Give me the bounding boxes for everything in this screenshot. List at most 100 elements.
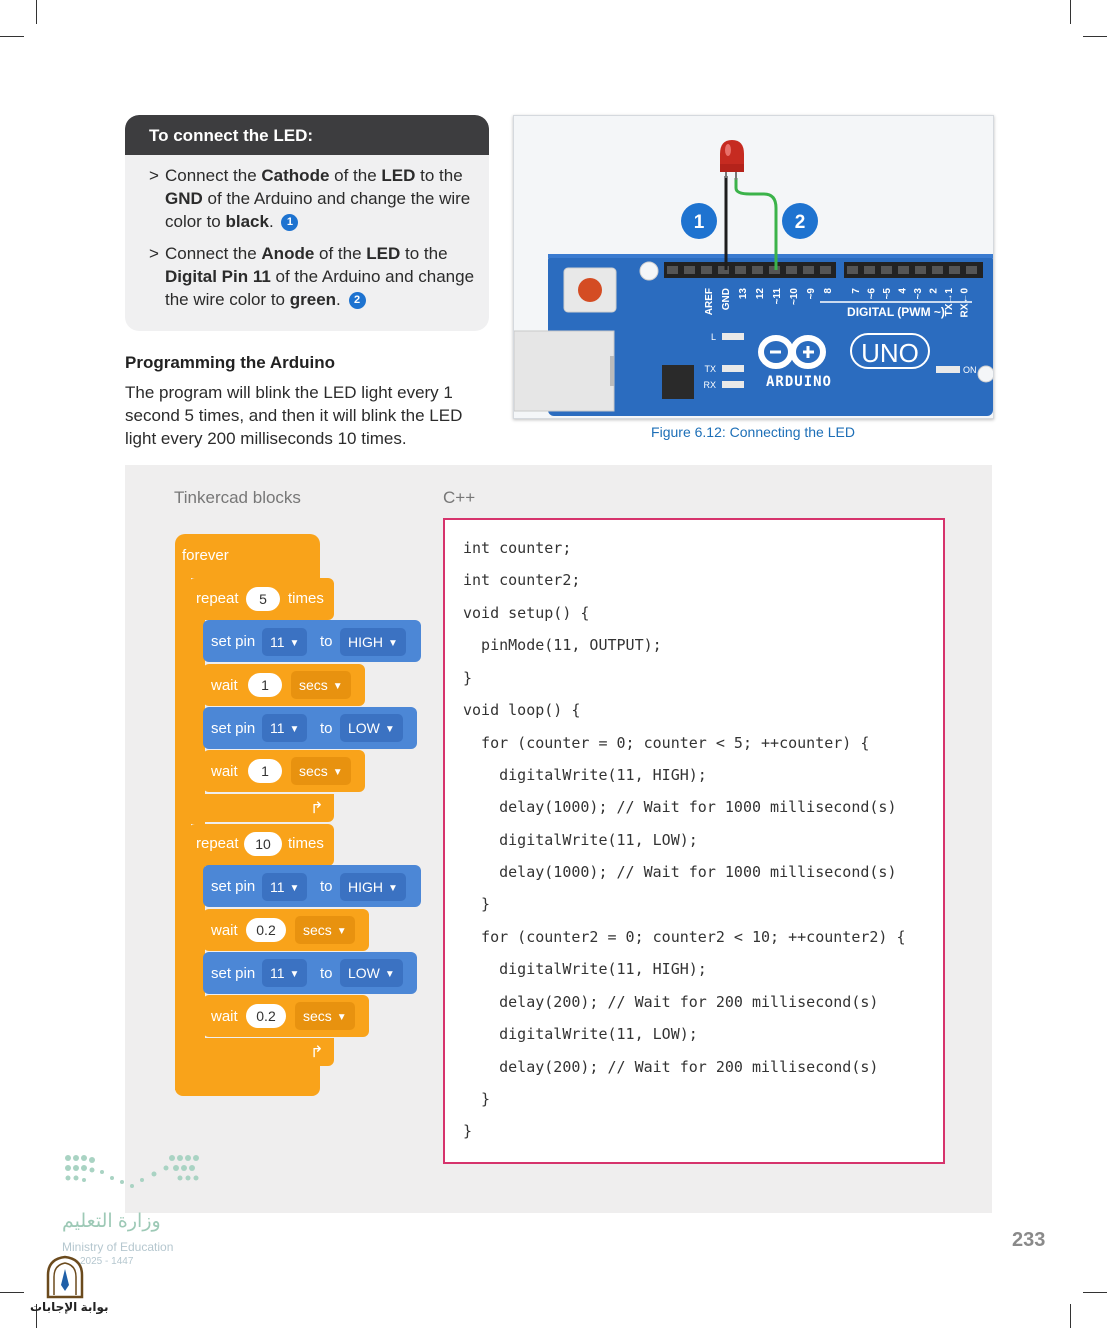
state-dropdown[interactable]: LOW▼ <box>340 714 403 742</box>
loop-arrow-icon: ↱ <box>310 800 324 817</box>
crop-mark <box>0 1292 24 1293</box>
green-wire <box>734 178 778 270</box>
crop-mark <box>0 36 24 37</box>
code-line: digitalWrite(11, LOW); <box>463 831 698 849</box>
chevron-down-icon: ▼ <box>289 638 300 649</box>
state-dropdown[interactable]: HIGH▼ <box>340 628 406 656</box>
section-heading: Programming the Arduino <box>125 353 335 372</box>
code-line: digitalWrite(11, LOW); <box>463 1025 698 1043</box>
crop-mark <box>1083 36 1107 37</box>
pin-label: GND <box>721 288 732 310</box>
pin-slot <box>667 266 678 274</box>
repeat-label: repeat <box>196 835 239 852</box>
pin-slot <box>701 266 712 274</box>
to-label: to <box>320 720 333 737</box>
mounting-hole <box>977 365 995 383</box>
figure-caption: Figure 6.12: Connecting the LED <box>651 424 855 440</box>
callout-circle <box>681 203 717 239</box>
to-label: to <box>320 633 333 650</box>
set-pin-label: set pin <box>211 633 256 650</box>
state-dropdown[interactable]: LOW▼ <box>340 959 403 987</box>
repeat-label: repeat <box>196 590 239 607</box>
wait-label: wait <box>211 677 238 694</box>
unit-dropdown[interactable]: secs▼ <box>291 757 351 785</box>
set-pin-label: set pin <box>211 720 256 737</box>
pin-slot <box>820 266 831 274</box>
step-connect-cathode: > Connect the Cathode of the LED to the … <box>149 164 479 233</box>
repeat-count-input[interactable]: 5 <box>246 587 280 611</box>
wait-label: wait <box>211 1008 238 1025</box>
wait-value-input[interactable]: 1 <box>248 759 282 783</box>
info-box-title: To connect the LED: <box>125 115 489 155</box>
pin-slots <box>667 266 977 274</box>
red-led <box>720 140 744 180</box>
info-box: To connect the LED: > Connect the Cathod… <box>125 115 489 331</box>
code-line: int counter2; <box>463 571 581 589</box>
chevron-down-icon: ▼ <box>384 969 395 980</box>
pin-label: 12 <box>755 288 766 300</box>
usb-connector <box>513 330 615 412</box>
pin-label: ~10 <box>789 288 800 305</box>
code-line: delay(1000); // Wait for 1000 millisecon… <box>463 863 897 881</box>
rx-led <box>722 381 744 388</box>
loop-arrow-icon: ↱ <box>310 1044 324 1061</box>
times-label: times <box>288 590 324 607</box>
step-marker: > <box>149 244 159 263</box>
pin-label: ~5 <box>882 288 893 300</box>
ministry-name-english: Ministry of Education <box>62 1240 174 1254</box>
repeat-count-input[interactable]: 10 <box>244 832 282 856</box>
code-line: int counter; <box>463 539 572 557</box>
cpp-label: C++ <box>443 488 476 507</box>
wait-value-input[interactable]: 0.2 <box>246 918 286 942</box>
pin-dropdown[interactable]: 11▼ <box>262 873 308 901</box>
digital-pwm-label: DIGITAL (PWM ~) <box>847 305 945 319</box>
brand-logo-icon <box>46 1255 84 1299</box>
wait-label: wait <box>211 763 238 780</box>
arduino-logo-icon <box>758 335 826 369</box>
pin-slot <box>786 266 797 274</box>
pin-dropdown[interactable]: 11▼ <box>262 628 308 656</box>
pin-slot <box>847 266 858 274</box>
times-label: times <box>288 835 324 852</box>
crop-mark <box>36 1304 37 1328</box>
pin-label: 8 <box>823 288 834 294</box>
unit-dropdown[interactable]: secs▼ <box>295 916 355 944</box>
forever-label: forever <box>182 547 229 564</box>
pin-slot <box>684 266 695 274</box>
wait-label: wait <box>211 922 238 939</box>
unit-dropdown[interactable]: secs▼ <box>295 1002 355 1030</box>
wait-value-input[interactable]: 1 <box>248 673 282 697</box>
wait-value-input[interactable]: 0.2 <box>246 1004 286 1028</box>
pin-slot <box>966 266 977 274</box>
pin-label: AREF <box>704 288 715 315</box>
pin-header-right <box>844 262 983 278</box>
pin-slot <box>881 266 892 274</box>
pin-label: 2 <box>929 288 940 294</box>
pin-dropdown[interactable]: 11▼ <box>262 959 308 987</box>
repeat-bottom <box>189 1038 334 1066</box>
chip <box>662 365 694 399</box>
callout-badge: 1 <box>281 214 299 231</box>
pin-dropdown[interactable]: 11▼ <box>262 714 308 742</box>
state-dropdown[interactable]: HIGH▼ <box>340 873 406 901</box>
pin-slot <box>932 266 943 274</box>
code-line: } <box>463 669 473 687</box>
pin-slot <box>803 266 814 274</box>
pin-label: ~11 <box>772 288 783 305</box>
l-led <box>722 333 744 340</box>
chevron-down-icon: ▼ <box>332 767 343 778</box>
code-line: delay(200); // Wait for 200 millisecond(… <box>463 1058 879 1076</box>
unit-dropdown[interactable]: secs▼ <box>291 671 351 699</box>
chevron-down-icon: ▼ <box>388 638 398 649</box>
crop-mark <box>1083 1292 1107 1293</box>
pin-label: 4 <box>898 288 909 294</box>
on-led <box>936 366 960 373</box>
pin-slot <box>949 266 960 274</box>
uno-model-label: UNO <box>861 338 919 368</box>
arduino-board <box>548 254 993 416</box>
crop-mark <box>36 0 37 24</box>
step-marker: > <box>149 166 159 185</box>
uno-badge <box>850 333 930 369</box>
callout-badge: 2 <box>348 292 366 309</box>
code-line: pinMode(11, OUTPUT); <box>463 636 662 654</box>
